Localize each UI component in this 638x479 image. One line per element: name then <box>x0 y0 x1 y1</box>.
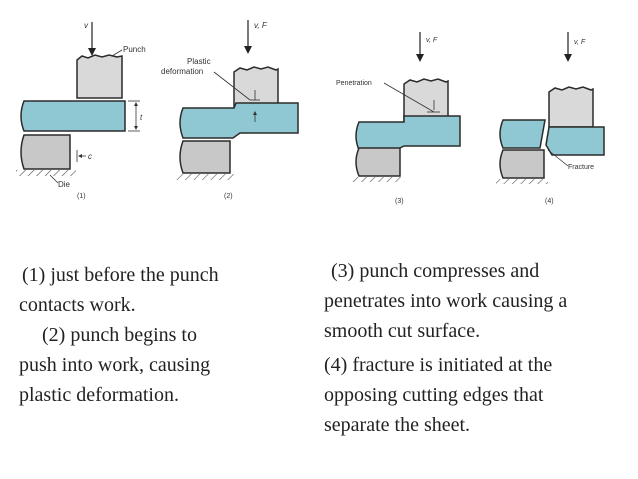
step3-die <box>355 147 401 177</box>
step2-plastic-label-2: deformation <box>161 67 203 76</box>
step2-die-base-hatch <box>176 174 234 180</box>
step3-penetration-label: Penetration <box>336 80 372 87</box>
step3-sheet <box>355 115 461 151</box>
right-text-line-1: (3) punch compresses and <box>331 260 540 282</box>
step-2-diagram: v, F Plastic deformation (2) <box>161 20 299 200</box>
step-1-diagram: v Punch t c Die (1) <box>16 21 146 200</box>
step2-punch <box>233 66 279 109</box>
step1-punch-label: Punch <box>123 45 146 54</box>
step-4-diagram: v, F Fracture (4) <box>496 32 605 205</box>
left-text-line-5: plastic deformation. <box>19 384 179 406</box>
step1-t-label: t <box>140 113 143 122</box>
step4-fracture-label: Fracture <box>568 164 594 171</box>
step4-punch <box>548 86 594 128</box>
step4-die-base-hatch <box>496 179 548 184</box>
right-text-line-4: (4) fracture is initiated at the <box>324 354 553 376</box>
step4-sheet-left <box>499 119 546 149</box>
step3-vf-label: v, F <box>426 37 438 44</box>
step2-vf-label: v, F <box>254 21 268 30</box>
right-text-line-3: smooth cut surface. <box>324 320 481 342</box>
step2-die <box>179 140 231 174</box>
step1-number: (1) <box>77 193 86 200</box>
step4-vf-label: v, F <box>574 39 586 46</box>
shearing-process-diagram: v Punch t c Die (1) v, F Plastic <box>16 20 605 205</box>
step2-number: (2) <box>224 193 233 200</box>
right-text-line-5: opposing cutting edges that <box>324 384 544 406</box>
step2-sheet <box>179 102 299 139</box>
left-text-line-2: contacts work. <box>19 294 136 316</box>
step1-c-label: c <box>88 152 92 161</box>
step4-die <box>499 149 545 179</box>
step1-die-label: Die <box>58 180 71 189</box>
step4-number: (4) <box>545 198 554 205</box>
right-text-line-2: penetrates into work causing a <box>324 290 568 312</box>
step3-die-base-hatch <box>352 177 404 182</box>
step1-sheet <box>20 100 126 132</box>
step1-die <box>20 134 71 170</box>
step4-sheet-right <box>545 126 605 156</box>
step1-die-base-hatch <box>16 170 76 176</box>
step2-plastic-label-1: Plastic <box>187 57 211 66</box>
left-text-line-3: (2) punch begins to <box>42 324 197 346</box>
step3-number: (3) <box>395 198 404 205</box>
left-text-line-4: push into work, causing <box>19 354 211 376</box>
step1-v-label: v <box>84 21 89 30</box>
step-3-diagram: v, F Penetration (3) <box>336 32 461 205</box>
left-text-line-1: (1) just before the punch <box>22 264 219 286</box>
step1-punch <box>76 54 123 99</box>
right-text-line-6: separate the sheet. <box>324 414 471 436</box>
